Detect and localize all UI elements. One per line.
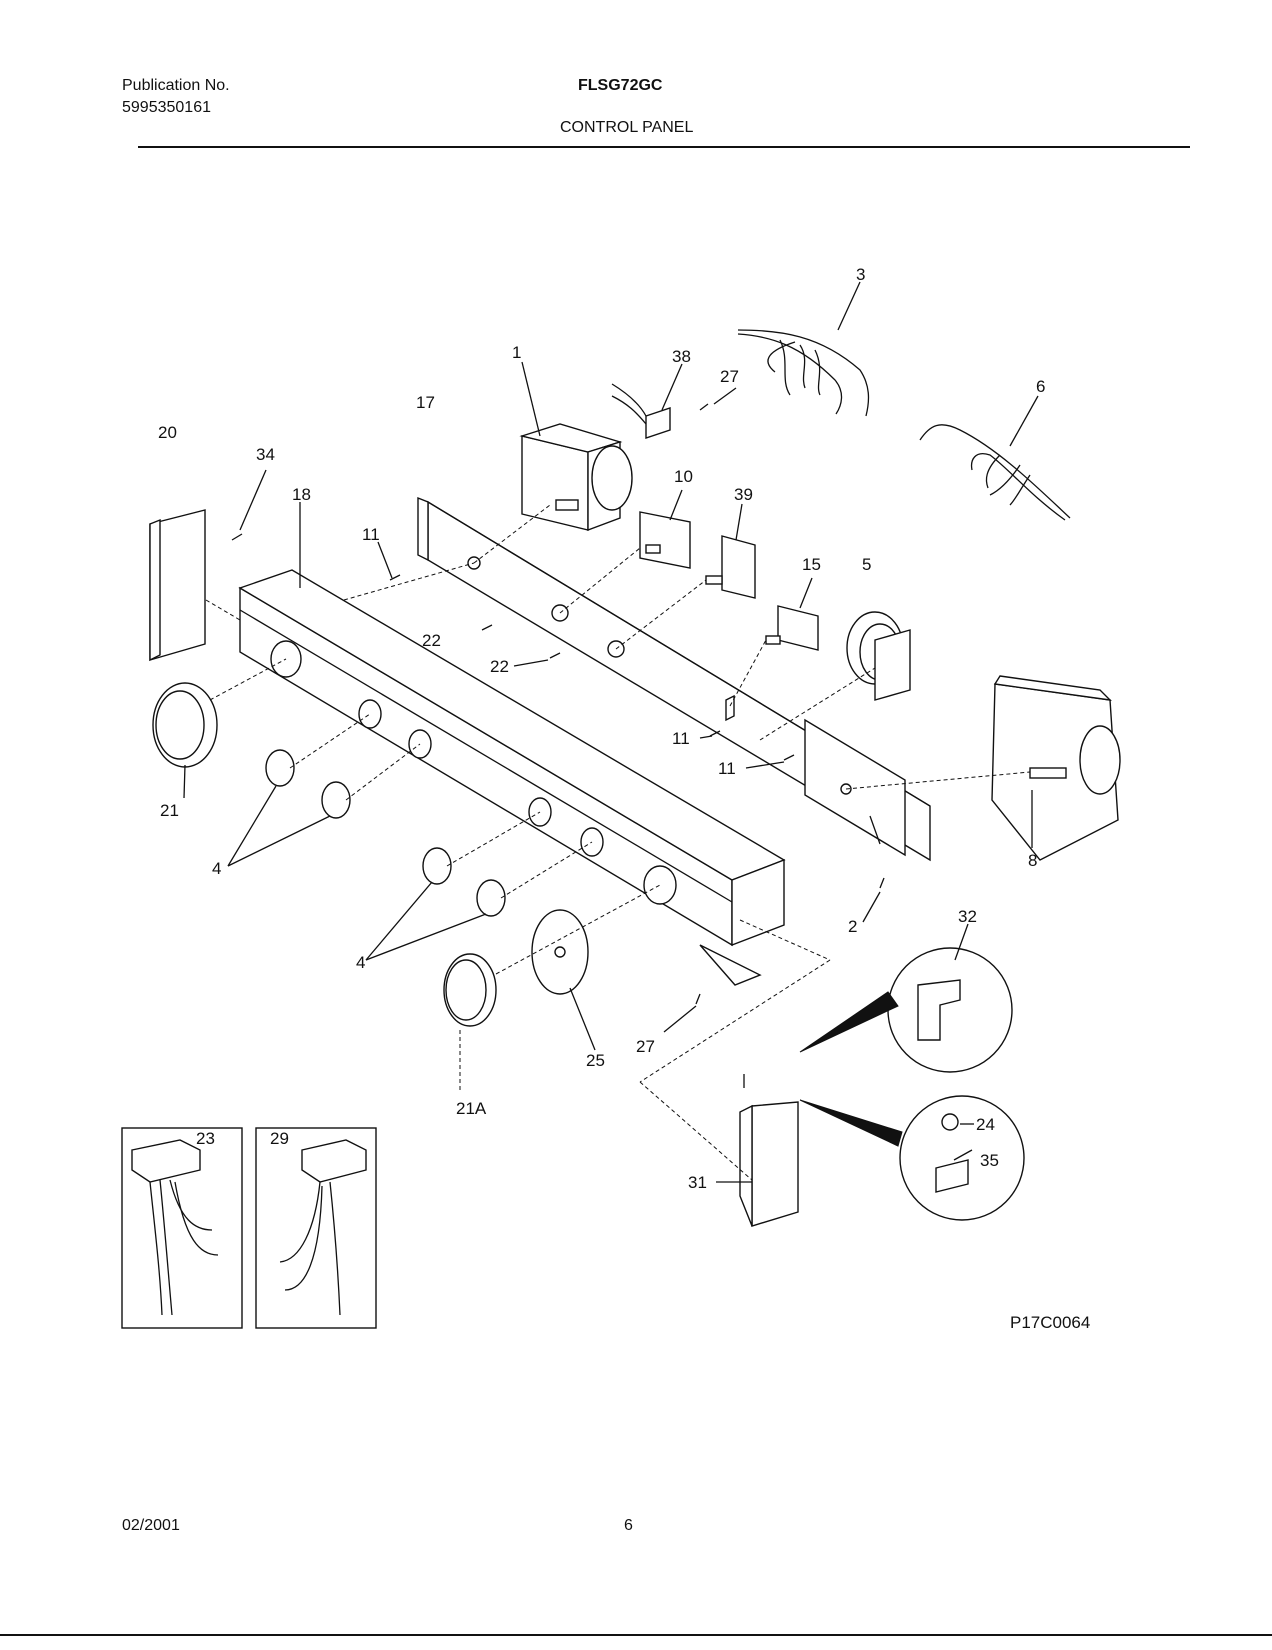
knob-4-2 bbox=[321, 781, 351, 819]
callout-1: 1 bbox=[512, 343, 521, 362]
selector-part-15-shaft bbox=[765, 635, 781, 645]
callout-39: 39 bbox=[734, 485, 753, 504]
publication-number: 5995350161 bbox=[122, 99, 211, 116]
knob-21 bbox=[152, 682, 218, 768]
wire-harness-6 bbox=[919, 424, 1071, 521]
callout-18: 18 bbox=[292, 485, 311, 504]
bracket-31 bbox=[751, 1101, 799, 1227]
timer-part bbox=[519, 423, 633, 532]
knob-4-3 bbox=[422, 847, 452, 885]
callout-11a: 11 bbox=[362, 525, 380, 544]
callout-4b: 4 bbox=[356, 953, 365, 972]
callout-4a: 4 bbox=[212, 859, 221, 878]
callout-10: 10 bbox=[674, 467, 693, 486]
knob-21a bbox=[443, 953, 497, 1027]
selector-part-15 bbox=[777, 605, 819, 651]
callout-25: 25 bbox=[586, 1051, 605, 1070]
callout-2: 2 bbox=[848, 917, 857, 936]
callout-21: 21 bbox=[160, 801, 179, 820]
leader-lines bbox=[183, 281, 1039, 1183]
callout-22a: 22 bbox=[422, 631, 441, 650]
knob-4-1 bbox=[265, 749, 295, 787]
detail-circle-32 bbox=[887, 947, 1013, 1073]
alignment-lines bbox=[205, 504, 1031, 1181]
callout-20: 20 bbox=[158, 423, 177, 442]
callout-31: 31 bbox=[688, 1173, 707, 1192]
callout-15: 15 bbox=[802, 555, 821, 574]
callout-34: 34 bbox=[256, 445, 275, 464]
electronic-module bbox=[991, 675, 1121, 861]
screws bbox=[231, 403, 885, 1088]
callout-11c: 11 bbox=[718, 759, 736, 778]
callout-5: 5 bbox=[862, 555, 871, 574]
control-panel-console bbox=[238, 569, 786, 986]
cap-25 bbox=[531, 909, 589, 995]
callout-6: 6 bbox=[1036, 377, 1045, 396]
footer-rule bbox=[0, 1634, 1272, 1636]
knob-4-4 bbox=[476, 879, 506, 917]
switch-part-10-shaft bbox=[645, 544, 661, 554]
footer-date: 02/2001 bbox=[122, 1517, 180, 1534]
callout-3: 3 bbox=[856, 265, 865, 284]
callout-29: 29 bbox=[270, 1129, 289, 1148]
callout-8: 8 bbox=[1028, 851, 1037, 870]
callout-24: 24 bbox=[976, 1115, 995, 1134]
callout-17: 17 bbox=[416, 393, 435, 412]
model-number: FLSG72GC bbox=[578, 77, 663, 94]
section-title: CONTROL PANEL bbox=[560, 119, 694, 136]
detail-circle-24-35 bbox=[899, 1095, 1025, 1221]
callout-32: 32 bbox=[958, 907, 977, 926]
callout-27b: 27 bbox=[636, 1037, 655, 1056]
rear-mounting-bracket bbox=[417, 496, 931, 862]
switch-part-10 bbox=[639, 511, 691, 569]
callout-22b: 22 bbox=[490, 657, 509, 676]
callout-11b: 11 bbox=[672, 729, 690, 748]
switch-part-39 bbox=[721, 535, 756, 599]
callout-38: 38 bbox=[672, 347, 691, 366]
header-rule bbox=[138, 146, 1190, 148]
switch-part-39-shaft bbox=[705, 575, 723, 585]
callout-21a: 21A bbox=[456, 1099, 487, 1118]
publication-label: Publication No. bbox=[122, 77, 230, 94]
part-38 bbox=[645, 407, 671, 439]
callout-23: 23 bbox=[196, 1129, 215, 1148]
wire-harness-3 bbox=[737, 329, 870, 417]
callout-35: 35 bbox=[980, 1151, 999, 1170]
drawing-id: P17C0064 bbox=[1010, 1313, 1090, 1332]
footer-page-number: 6 bbox=[624, 1517, 633, 1534]
pressure-switch bbox=[846, 611, 911, 701]
callout-27a: 27 bbox=[720, 367, 739, 386]
